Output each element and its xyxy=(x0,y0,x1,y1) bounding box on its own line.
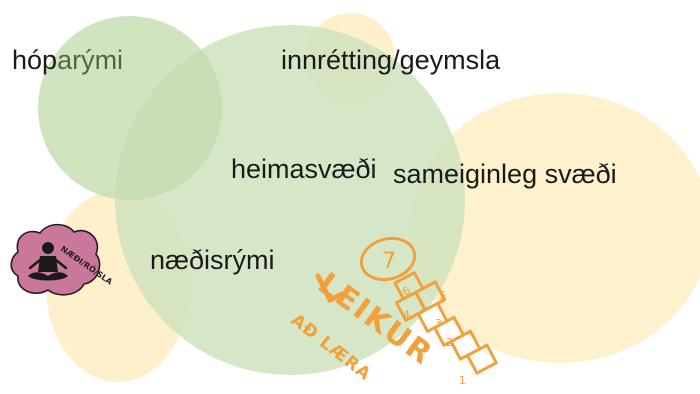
bubble-sameiginleg xyxy=(410,93,700,363)
hop-num-2: 2 xyxy=(446,336,453,349)
hop-num-5: 5 xyxy=(439,289,446,302)
label-hoparymi-part2: arými xyxy=(57,45,124,75)
label-sameiginleg: sameiginleg svæði xyxy=(393,159,617,189)
label-naedisrymi: næðisrými xyxy=(150,245,275,275)
hop-num-7: 7 xyxy=(382,249,396,274)
label-hoparymi-part1: hóp xyxy=(12,45,58,75)
label-innretting: innrétting/geymsla xyxy=(281,45,501,75)
hopscotch-numbers: 7 6 5 4 3 2 1 xyxy=(382,249,466,387)
label-hoparymi: hóparými xyxy=(12,47,123,74)
hop-num-3: 3 xyxy=(435,317,442,330)
label-heimasvaedi: heimasvæði xyxy=(231,154,377,184)
hopscotch-drawing xyxy=(315,236,498,375)
hop-num-4: 4 xyxy=(403,308,410,321)
hop-num-1: 1 xyxy=(459,374,466,387)
bubble-hoparymi xyxy=(38,16,222,200)
